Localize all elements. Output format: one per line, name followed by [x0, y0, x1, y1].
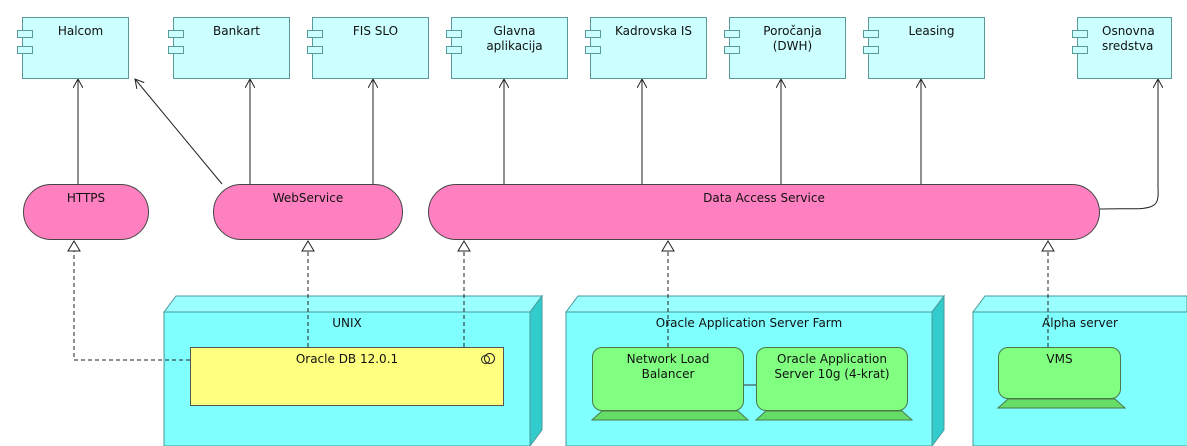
device-oracle-application-server[interactable]: Oracle Application Server 10g (4-krat) [756, 347, 908, 411]
node-oasf-label: Oracle Application Server Farm [655, 316, 843, 330]
device-label: VMS [1046, 352, 1073, 366]
device-label: Oracle Application Server 10g (4-krat) [774, 352, 890, 381]
device-nlb-base [590, 410, 750, 421]
node-oasf-box [565, 294, 945, 446]
realization-arrows [67, 240, 1055, 361]
component-kadrovska-is[interactable]: Kadrovska IS [585, 17, 707, 79]
component-label: Bankart [213, 24, 260, 38]
service-label: Data Access Service [703, 191, 825, 205]
component-porocanja-dwh[interactable]: Poročanja (DWH) [724, 17, 846, 79]
component-tab-icon [1072, 46, 1088, 54]
component-label: Kadrovska IS [614, 24, 693, 38]
component-tab-icon [17, 46, 33, 54]
node-unix-label: UNIX [332, 316, 362, 330]
component-label: Poročanja (DWH) [763, 24, 822, 53]
arrow-ws-halcom [135, 79, 223, 185]
device-label: Network Load Balancer [626, 352, 710, 381]
component-glavna-aplikacija[interactable]: Glavna aplikacija [446, 17, 568, 79]
component-label: Osnovna sredstva [1102, 24, 1155, 53]
component-tab-icon [724, 46, 740, 54]
component-label: Glavna aplikacija [486, 24, 543, 53]
component-tab-icon [307, 30, 323, 38]
component-tab-icon [863, 46, 879, 54]
service-label: HTTPS [66, 191, 106, 205]
component-bankart[interactable]: Bankart [168, 17, 290, 79]
service-https[interactable]: HTTPS [23, 184, 149, 240]
system-software-icon [481, 353, 495, 364]
component-tab-icon [446, 30, 462, 38]
component-label: FIS SLO [352, 24, 399, 38]
component-tab-icon [17, 30, 33, 38]
component-halcom[interactable]: Halcom [17, 17, 129, 79]
device-network-load-balancer[interactable]: Network Load Balancer [592, 347, 744, 411]
component-tab-icon [168, 30, 184, 38]
component-tab-icon [724, 30, 740, 38]
node-alpha-label: Alpha server [1042, 316, 1118, 330]
artifact-oracle-db[interactable]: Oracle DB 12.0.1 [190, 347, 504, 406]
device-vms[interactable]: VMS [998, 347, 1121, 399]
component-label: Halcom [57, 24, 104, 38]
service-webservice[interactable]: WebService [213, 184, 403, 240]
component-tab-icon [585, 46, 601, 54]
component-label: Leasing [908, 24, 955, 38]
component-tab-icon [307, 46, 323, 54]
component-fis-slo[interactable]: FIS SLO [307, 17, 429, 79]
component-osnovna-sredstva[interactable]: Osnovna sredstva [1072, 17, 1172, 79]
device-vms-base [996, 398, 1127, 409]
artifact-label: Oracle DB 12.0.1 [295, 352, 399, 366]
component-leasing[interactable]: Leasing [863, 17, 985, 79]
arrow-das-osnovna [1099, 79, 1158, 210]
component-tab-icon [446, 46, 462, 54]
service-data-access[interactable]: Data Access Service [428, 184, 1100, 240]
component-tab-icon [1072, 30, 1088, 38]
device-oas-base [754, 410, 914, 421]
component-tab-icon [168, 46, 184, 54]
component-tab-icon [863, 30, 879, 38]
service-label: WebService [272, 191, 344, 205]
component-tab-icon [585, 30, 601, 38]
